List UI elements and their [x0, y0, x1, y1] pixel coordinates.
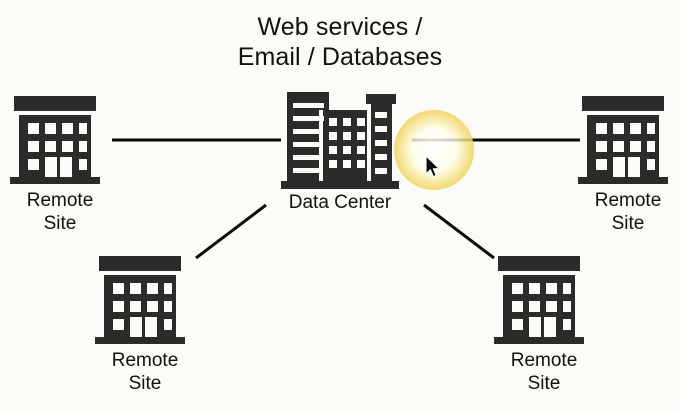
data-center-buildings-icon — [281, 90, 399, 190]
node-label: Remote Site — [111, 350, 179, 394]
link-bottom-right — [423, 203, 495, 260]
office-building-icon — [95, 256, 195, 348]
node-label: Remote Site — [594, 190, 662, 234]
link-bottom-left — [195, 203, 267, 260]
mouse-pointer-icon — [425, 155, 443, 181]
office-building-icon — [10, 96, 110, 188]
node-remote-site-left[interactable]: Remote Site — [10, 96, 110, 235]
office-building-icon — [494, 256, 594, 348]
diagram-title: Web services / Email / Databases — [237, 13, 443, 71]
node-data-center[interactable]: Data Center — [281, 90, 399, 214]
node-label: Remote Site — [510, 350, 578, 394]
node-remote-site-right[interactable]: Remote Site — [578, 96, 678, 235]
office-building-icon — [578, 96, 678, 188]
node-label: Data Center — [288, 192, 392, 213]
node-remote-site-bottom-left[interactable]: Remote Site — [95, 256, 195, 395]
node-remote-site-bottom-right[interactable]: Remote Site — [494, 256, 594, 395]
node-label: Remote Site — [26, 190, 94, 234]
